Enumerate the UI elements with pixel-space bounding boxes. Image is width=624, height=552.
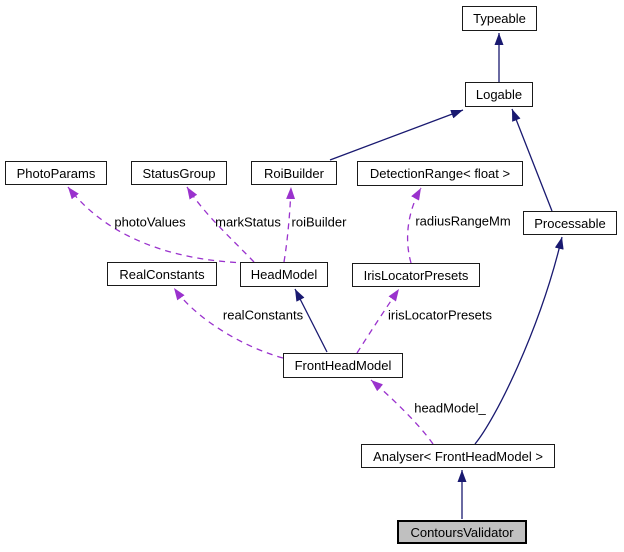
edge-label-roiBuilder: roiBuilder [291,214,347,230]
edge-label-radiusRangeMm: radiusRangeMm [415,213,511,229]
edge-roi-builder-to-logable [329,109,464,161]
node-processable[interactable]: Processable [523,211,617,235]
edge-front-head-model-to-head-model [294,288,328,353]
node-detection-range[interactable]: DetectionRange< float > [357,161,523,186]
edge-head-model-to-status-group [186,186,255,263]
edge-head-model-to-roi-builder [283,186,296,263]
node-photo-params[interactable]: PhotoParams [5,161,107,185]
edge-label-realConstants: realConstants [222,307,304,323]
edge-front-head-model-to-iris-locator-presets [356,288,400,354]
edge-processable-to-logable [511,108,553,212]
node-real-constants[interactable]: RealConstants [107,262,217,286]
edge-label-photoValues: photoValues [114,214,186,230]
node-head-model[interactable]: HeadModel [240,262,328,287]
edge-analyser-to-front-head-model [370,379,434,445]
node-analyser[interactable]: Analyser< FrontHeadModel > [361,444,555,468]
edge-analyser-to-processable [474,236,564,445]
node-roi-builder[interactable]: RoiBuilder [251,161,337,185]
edge-front-head-model-to-real-constants [173,287,284,359]
node-typeable[interactable]: Typeable [462,6,537,31]
edge-iris-locator-presets-to-detection-range [406,187,422,264]
node-iris-locator-presets[interactable]: IrisLocatorPresets [352,263,480,287]
node-contours-validator: ContoursValidator [397,520,527,544]
edge-label-irisLocatorPresets: irisLocatorPresets [387,307,493,323]
node-front-head-model[interactable]: FrontHeadModel [283,353,403,378]
node-logable[interactable]: Logable [465,82,533,107]
edge-head-model-to-photo-params [67,186,248,264]
node-status-group[interactable]: StatusGroup [131,161,227,185]
edge-label-headModel: headModel_ [414,400,486,416]
edge-label-markStatus: markStatus [215,214,281,230]
